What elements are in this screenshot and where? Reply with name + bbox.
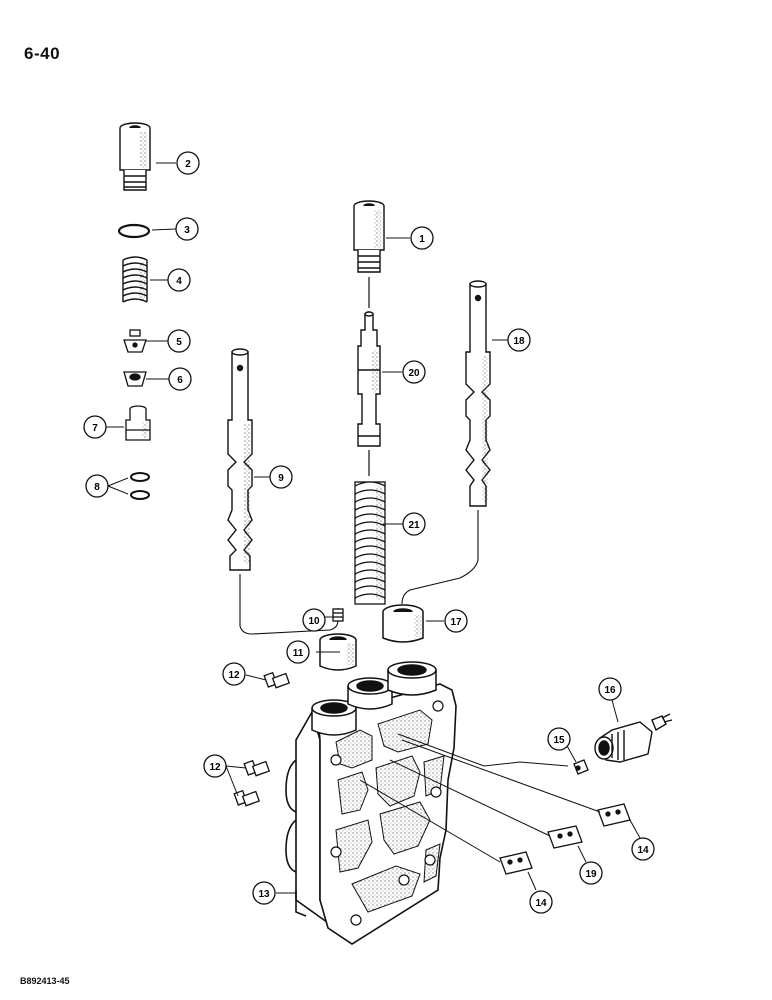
svg-text:9: 9: [278, 473, 284, 484]
part-8-rings: [130, 472, 150, 500]
part-6-seat: [123, 371, 147, 387]
part-9-spool: [227, 348, 253, 571]
part-10-plug: [332, 608, 344, 622]
svg-text:20: 20: [408, 368, 420, 379]
part-12-plug-top: [263, 671, 291, 689]
part-11-bushing: [319, 633, 357, 671]
callout-14-right: 14: [631, 837, 655, 861]
part-21-spring: [354, 481, 386, 605]
part-12-plug-mid: [243, 759, 271, 777]
part-3-o-ring: [117, 223, 151, 239]
callout-15: 15: [547, 727, 571, 751]
callout-17: 17: [444, 609, 468, 633]
svg-text:14: 14: [535, 898, 547, 909]
callouts: [106, 162, 641, 894]
svg-text:3: 3: [184, 225, 190, 236]
part-2-valve-cap: [119, 122, 151, 191]
svg-text:12: 12: [209, 762, 221, 773]
part-5-poppet: [123, 329, 147, 353]
callout-6: 6: [168, 367, 192, 391]
part-13-valve-body: [285, 661, 457, 945]
callout-18: 18: [507, 328, 531, 352]
part-17-bushing: [382, 604, 424, 643]
svg-text:8: 8: [94, 482, 100, 493]
callout-13: 13: [252, 881, 276, 905]
callout-19: 19: [579, 861, 603, 885]
callout-16: 16: [598, 677, 622, 701]
page-number: 6-40: [24, 44, 61, 63]
svg-text:16: 16: [604, 685, 616, 696]
figure-code: B892413-45: [20, 976, 70, 986]
part-12-plug-low: [233, 789, 261, 807]
part-7-plunger: [125, 405, 151, 441]
callout-11: 11: [286, 640, 310, 664]
svg-text:11: 11: [293, 648, 304, 659]
svg-text:6: 6: [177, 375, 183, 386]
part-16-pressure-switch: [594, 713, 673, 763]
callout-8: 8: [85, 474, 109, 498]
callout-4: 4: [167, 268, 191, 292]
svg-text:10: 10: [308, 616, 320, 627]
callout-14-bottom: 14: [529, 890, 553, 914]
part-4-spring: [122, 256, 148, 303]
part-14-clip-upper: [597, 803, 631, 827]
part-18-spool: [465, 280, 491, 507]
svg-text:1: 1: [419, 234, 425, 245]
svg-text:14: 14: [637, 845, 649, 856]
callout-12-side: 12: [203, 754, 227, 778]
part-14-clip-lower: [499, 851, 533, 875]
svg-text:4: 4: [176, 276, 182, 287]
callout-3: 3: [175, 217, 199, 241]
svg-text:2: 2: [185, 159, 191, 170]
part-15-plug: [573, 759, 589, 775]
svg-text:18: 18: [513, 336, 525, 347]
svg-text:7: 7: [92, 423, 98, 434]
callout-12-top: 12: [222, 662, 246, 686]
svg-text:21: 21: [408, 520, 420, 531]
part-1-valve-cap: [353, 200, 385, 273]
svg-text:19: 19: [585, 869, 597, 880]
svg-text:13: 13: [258, 889, 270, 900]
part-20-spool: [357, 311, 381, 447]
part-19-clip: [547, 825, 583, 849]
svg-text:17: 17: [450, 617, 462, 628]
svg-text:15: 15: [553, 735, 565, 746]
callout-2: 2: [176, 151, 200, 175]
callout-5: 5: [167, 329, 191, 353]
svg-text:12: 12: [228, 670, 240, 681]
callout-9: 9: [269, 465, 293, 489]
callout-1: 1: [410, 226, 434, 250]
callout-20: 20: [402, 360, 426, 384]
callout-10: 10: [302, 608, 326, 632]
callout-7: 7: [83, 415, 107, 439]
callout-21: 21: [402, 512, 426, 536]
svg-text:5: 5: [176, 337, 182, 348]
